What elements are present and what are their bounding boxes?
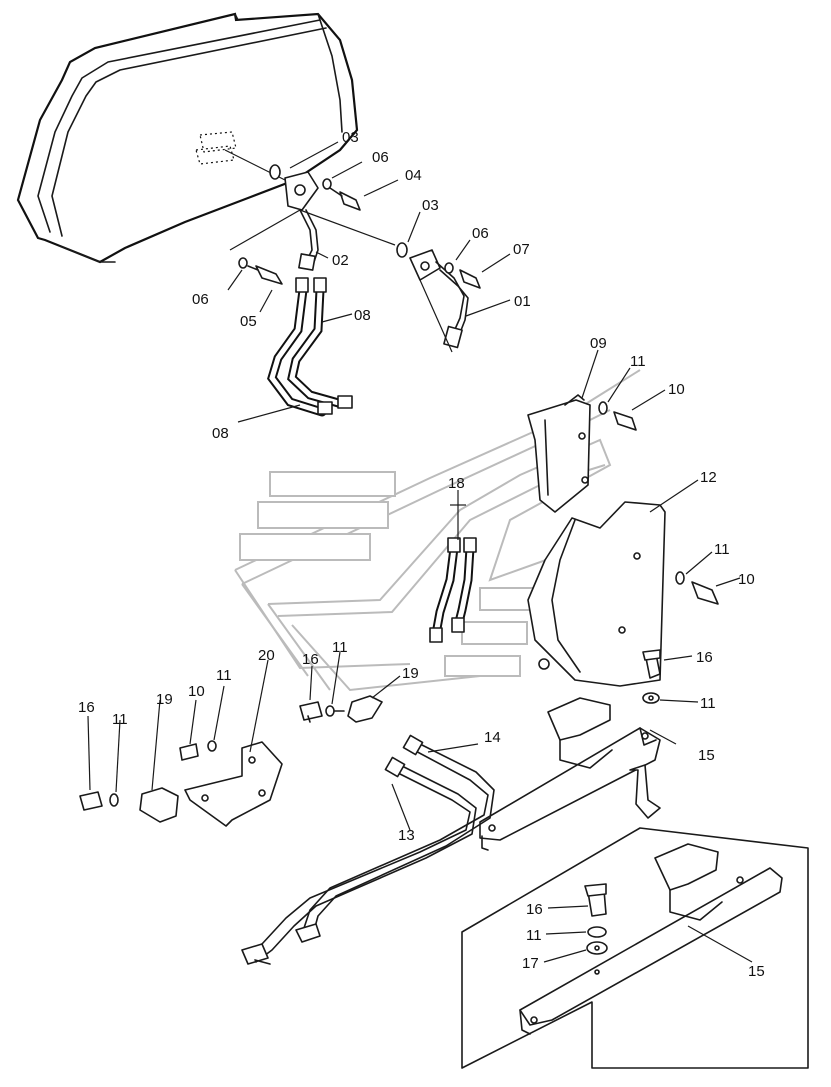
o-ring-03b [396,242,408,258]
bolt-04 [339,191,361,211]
hose-fitting-top-2 [313,277,327,293]
hose-fitting-bottom-1 [317,401,333,415]
plate-20 [184,741,283,827]
hose-fitting-top-1 [295,277,309,293]
hose-fitting-18c [429,627,443,643]
hose-fitting-18b [463,537,477,553]
callout-03b: 03 [422,197,439,214]
clamp-19-assembly-left [79,740,217,823]
ghost-panel-2 [257,501,389,529]
clamp-19-assembly-mid [299,695,383,723]
washer-11a [598,401,608,415]
callout-11a: 11 [630,353,646,370]
callout-06b: 06 [472,225,489,242]
callout-04: 04 [405,167,422,184]
washer-11g [587,926,607,938]
callout-08a: 08 [354,307,371,324]
bolt-07 [459,269,481,289]
direction-arrow [629,764,661,819]
bolt-16-assembly-right [642,649,661,704]
ghost-panel-6 [444,655,521,677]
bolt-10b [691,581,719,605]
pipe-01-end [443,325,463,349]
ghost-panel-3 [239,533,371,561]
washer-11f [109,793,119,807]
bolt-10c [179,743,199,761]
leader-lines [87,141,753,963]
callout-19a: 19 [402,665,419,682]
washer-06b [444,262,454,274]
callout-15a: 15 [698,747,715,764]
washer-11c [325,705,335,717]
clamp-19b [139,787,179,823]
clamp-19a [347,695,383,723]
callout-16d: 16 [526,901,543,918]
callout-06c: 06 [192,291,209,308]
bracket-09 [527,394,637,513]
washer-06a [322,178,332,190]
callout-10a: 10 [668,381,685,398]
upper-fittings [229,164,481,353]
callout-16c: 16 [696,649,713,666]
callout-01: 01 [514,293,531,310]
detail-inset [461,827,809,1069]
callout-16b: 16 [78,699,95,716]
ghost-panel-1 [269,471,396,497]
fuel-tank [16,12,359,264]
hose-fitting-18a [447,537,461,553]
o-ring-03a [269,164,281,180]
callout-11f: 11 [112,711,128,728]
bolt-10a [613,411,637,431]
callout-06a: 06 [372,149,389,166]
pipe-13-fitting [384,756,406,778]
callout-14: 14 [484,729,501,746]
callout-18: 18 [448,475,465,492]
callout-05: 05 [240,313,257,330]
callout-17: 17 [522,955,539,972]
ghost-panel-5 [461,621,528,645]
callout-09: 09 [590,335,607,352]
washer-11e [642,692,660,704]
callout-15b: 15 [748,963,765,980]
callout-13: 13 [398,827,415,844]
washer-11b [675,571,685,585]
callout-10c: 10 [188,683,205,700]
callout-07: 07 [513,241,530,258]
callout-11c: 11 [332,639,348,656]
hose-fitting-bottom-2 [337,395,353,409]
bracket-15-mid [479,697,661,851]
bolt-05 [255,265,283,285]
washer-11d [207,740,217,752]
hose-fitting-18d [451,617,465,633]
pipe-14-fitting [402,734,424,756]
callout-03a: 03 [342,129,359,146]
cover-12 [527,501,719,687]
callout-20: 20 [258,647,275,664]
flange-lower [409,249,441,281]
callout-10b: 10 [738,571,755,588]
hose-assembly-08 [267,277,353,417]
callout-11g: 11 [526,927,542,944]
callout-08b: 08 [212,425,229,442]
pipes-13-14 [241,734,495,965]
fitting-02 [298,253,316,271]
callout-12: 12 [700,469,717,486]
washer-06c [238,257,248,269]
callout-19b: 19 [156,691,173,708]
spacer-17 [586,941,608,955]
hose-assembly-18 [429,537,477,643]
callout-11d: 11 [216,667,232,684]
flange-upper [284,171,319,211]
callout-11e: 11 [700,695,716,712]
callout-11b: 11 [714,541,730,558]
callout-02: 02 [332,252,349,269]
callout-labels: 03 06 04 03 06 07 02 06 05 08 01 08 09 1… [78,129,765,980]
callout-16a: 16 [302,651,319,668]
